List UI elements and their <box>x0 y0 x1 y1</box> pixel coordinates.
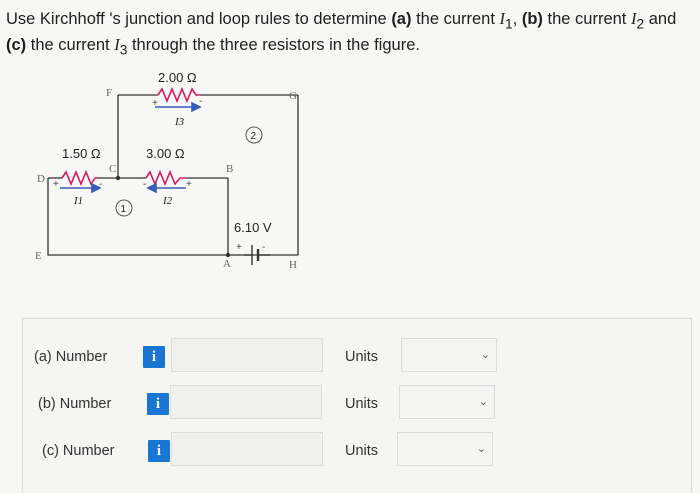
label-i2: I2 <box>162 195 173 207</box>
minus-r-left: - <box>99 179 102 190</box>
number-input-a[interactable] <box>171 338 323 372</box>
chevron-down-icon: ⌄ <box>478 396 488 408</box>
node-a: A <box>223 258 231 270</box>
plus-battery: + <box>236 242 242 253</box>
loop-2-circle <box>245 126 263 144</box>
arrow-i3-head <box>191 101 202 113</box>
info-button-c[interactable]: i <box>148 440 170 462</box>
node-h: H <box>289 259 297 271</box>
question-part: Use Kirchhoff 's junction and loop rules… <box>6 10 392 28</box>
current-i3-sub: 3 <box>119 42 128 58</box>
current-i1-symbol: I <box>499 9 506 28</box>
label-loop-2: 2 <box>251 131 257 142</box>
circuit-diagram: 2.00 Ω 1.50 Ω 3.00 Ω 6.10 V I3 I1 I2 1 2… <box>35 70 299 271</box>
part-b-marker: (b) <box>521 10 543 28</box>
units-select-c[interactable]: ⌄ <box>397 432 493 466</box>
arrow-i1-head <box>91 182 102 194</box>
part-a-marker: (a) <box>391 10 412 28</box>
answer-panel: (a) Number i Units ⌄ (b) Number i Units … <box>22 318 692 493</box>
circuit-wires <box>47 94 299 256</box>
plus-r-top: + <box>152 98 158 109</box>
info-button-a[interactable]: i <box>143 346 165 368</box>
minus-battery: - <box>262 242 265 253</box>
units-label-a: Units <box>345 349 379 365</box>
junction-a-dot <box>225 252 231 258</box>
chevron-down-icon: ⌄ <box>480 349 490 361</box>
battery-symbol <box>244 245 270 265</box>
label-r-top: 2.00 Ω <box>158 70 197 85</box>
chevron-down-icon: ⌄ <box>476 443 486 455</box>
units-select-a[interactable]: ⌄ <box>401 338 497 372</box>
answer-row-a: (a) Number i Units ⌄ <box>23 337 691 377</box>
question-part: the current <box>542 10 631 28</box>
resistor-2-ohm <box>157 86 200 104</box>
node-b: B <box>226 163 233 175</box>
resistor-3-ohm <box>145 169 186 187</box>
label-battery: 6.10 V <box>234 220 272 235</box>
junction-c-dot <box>115 175 121 181</box>
plus-r-left: + <box>53 179 59 190</box>
node-d: D <box>37 173 45 185</box>
row-label-b: (b) Number <box>38 396 112 412</box>
plus-r-mid: + <box>186 179 192 190</box>
label-loop-1: 1 <box>121 204 127 215</box>
row-label-c: (c) Number <box>42 443 115 459</box>
info-button-b[interactable]: i <box>147 393 169 415</box>
minus-r-top: - <box>199 96 202 107</box>
question-part: and <box>644 10 677 28</box>
resistor-group <box>61 86 200 187</box>
arrow-i2-head <box>146 182 157 194</box>
part-c-marker: (c) <box>6 36 27 55</box>
resistor-1-5-ohm <box>61 169 98 187</box>
question-part: the current <box>411 10 500 28</box>
minus-r-mid: - <box>143 179 146 190</box>
label-i3: I3 <box>174 116 185 128</box>
node-f: F <box>106 87 112 99</box>
current-i2-sub: 2 <box>636 16 645 32</box>
current-arrows <box>60 101 202 194</box>
node-g: G <box>289 90 297 102</box>
node-c: C <box>109 163 116 175</box>
units-select-b[interactable]: ⌄ <box>399 385 495 419</box>
question-part: through the three resistors in the figur… <box>127 36 420 55</box>
current-i1-sub: 1 <box>505 16 513 32</box>
number-input-c[interactable] <box>171 432 323 466</box>
node-e: E <box>35 250 42 262</box>
answer-row-b: (b) Number i Units ⌄ <box>23 384 691 424</box>
loop-1-circle <box>115 199 133 217</box>
current-i2-symbol: I <box>630 9 637 28</box>
units-label-b: Units <box>345 396 379 412</box>
answer-row-c: (c) Number i Units ⌄ <box>23 431 691 471</box>
number-input-b[interactable] <box>170 385 322 419</box>
label-r-left: 1.50 Ω <box>62 146 101 161</box>
current-i3-symbol: I <box>114 35 120 55</box>
row-label-a: (a) Number <box>34 349 108 365</box>
question-part: the current <box>26 36 115 55</box>
question-part: , <box>512 10 522 28</box>
units-label-c: Units <box>345 443 379 459</box>
label-i1: I1 <box>73 195 83 207</box>
label-r-mid: 3.00 Ω <box>146 146 185 161</box>
question-text: Use Kirchhoff 's junction and loop rules… <box>6 8 696 61</box>
